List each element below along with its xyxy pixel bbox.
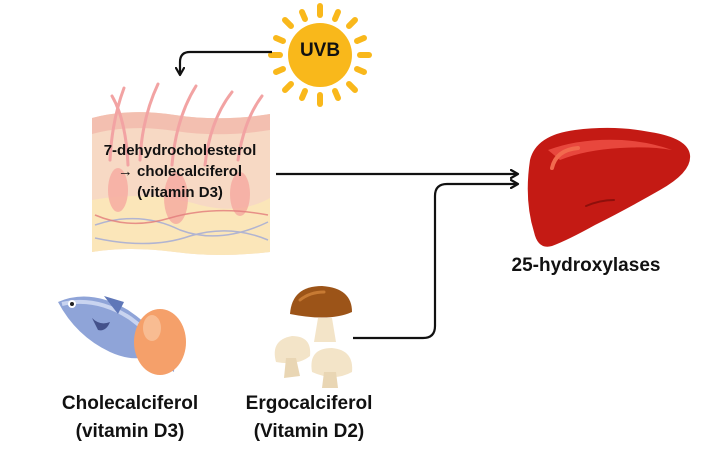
sun-icon [268, 3, 372, 107]
mushroom-icon [274, 286, 353, 388]
uvb-label: UVB [299, 40, 341, 61]
skin-label-line-3: (vitamin D3) [137, 184, 223, 201]
liver-enzyme-label: 25-hydroxylases [511, 255, 661, 276]
d2-to-liver-arrow [353, 184, 517, 340]
dietary-d2-line-1: Ergocalciferol [245, 393, 373, 414]
skin-label-line-2: → cholecalciferol [117, 163, 243, 180]
egg-icon [134, 309, 186, 375]
skin-label-line-1: 7-dehydrocholesterol [103, 142, 257, 159]
skin-cross-section-icon [92, 82, 270, 255]
dietary-d3-line-1: Cholecalciferol [61, 393, 199, 414]
dietary-d3-label: Cholecalciferol (vitamin D3) [30, 390, 230, 446]
dietary-d2-label: Ergocalciferol (Vitamin D2) [216, 390, 402, 446]
uvb-arrow [180, 50, 272, 74]
skin-synthesis-label: 7-dehydrocholesterol → cholecalciferol (… [82, 140, 278, 203]
dietary-d2-line-2: (Vitamin D2) [253, 421, 365, 442]
liver-icon [527, 127, 691, 247]
dietary-d3-line-2: (vitamin D3) [75, 421, 185, 442]
